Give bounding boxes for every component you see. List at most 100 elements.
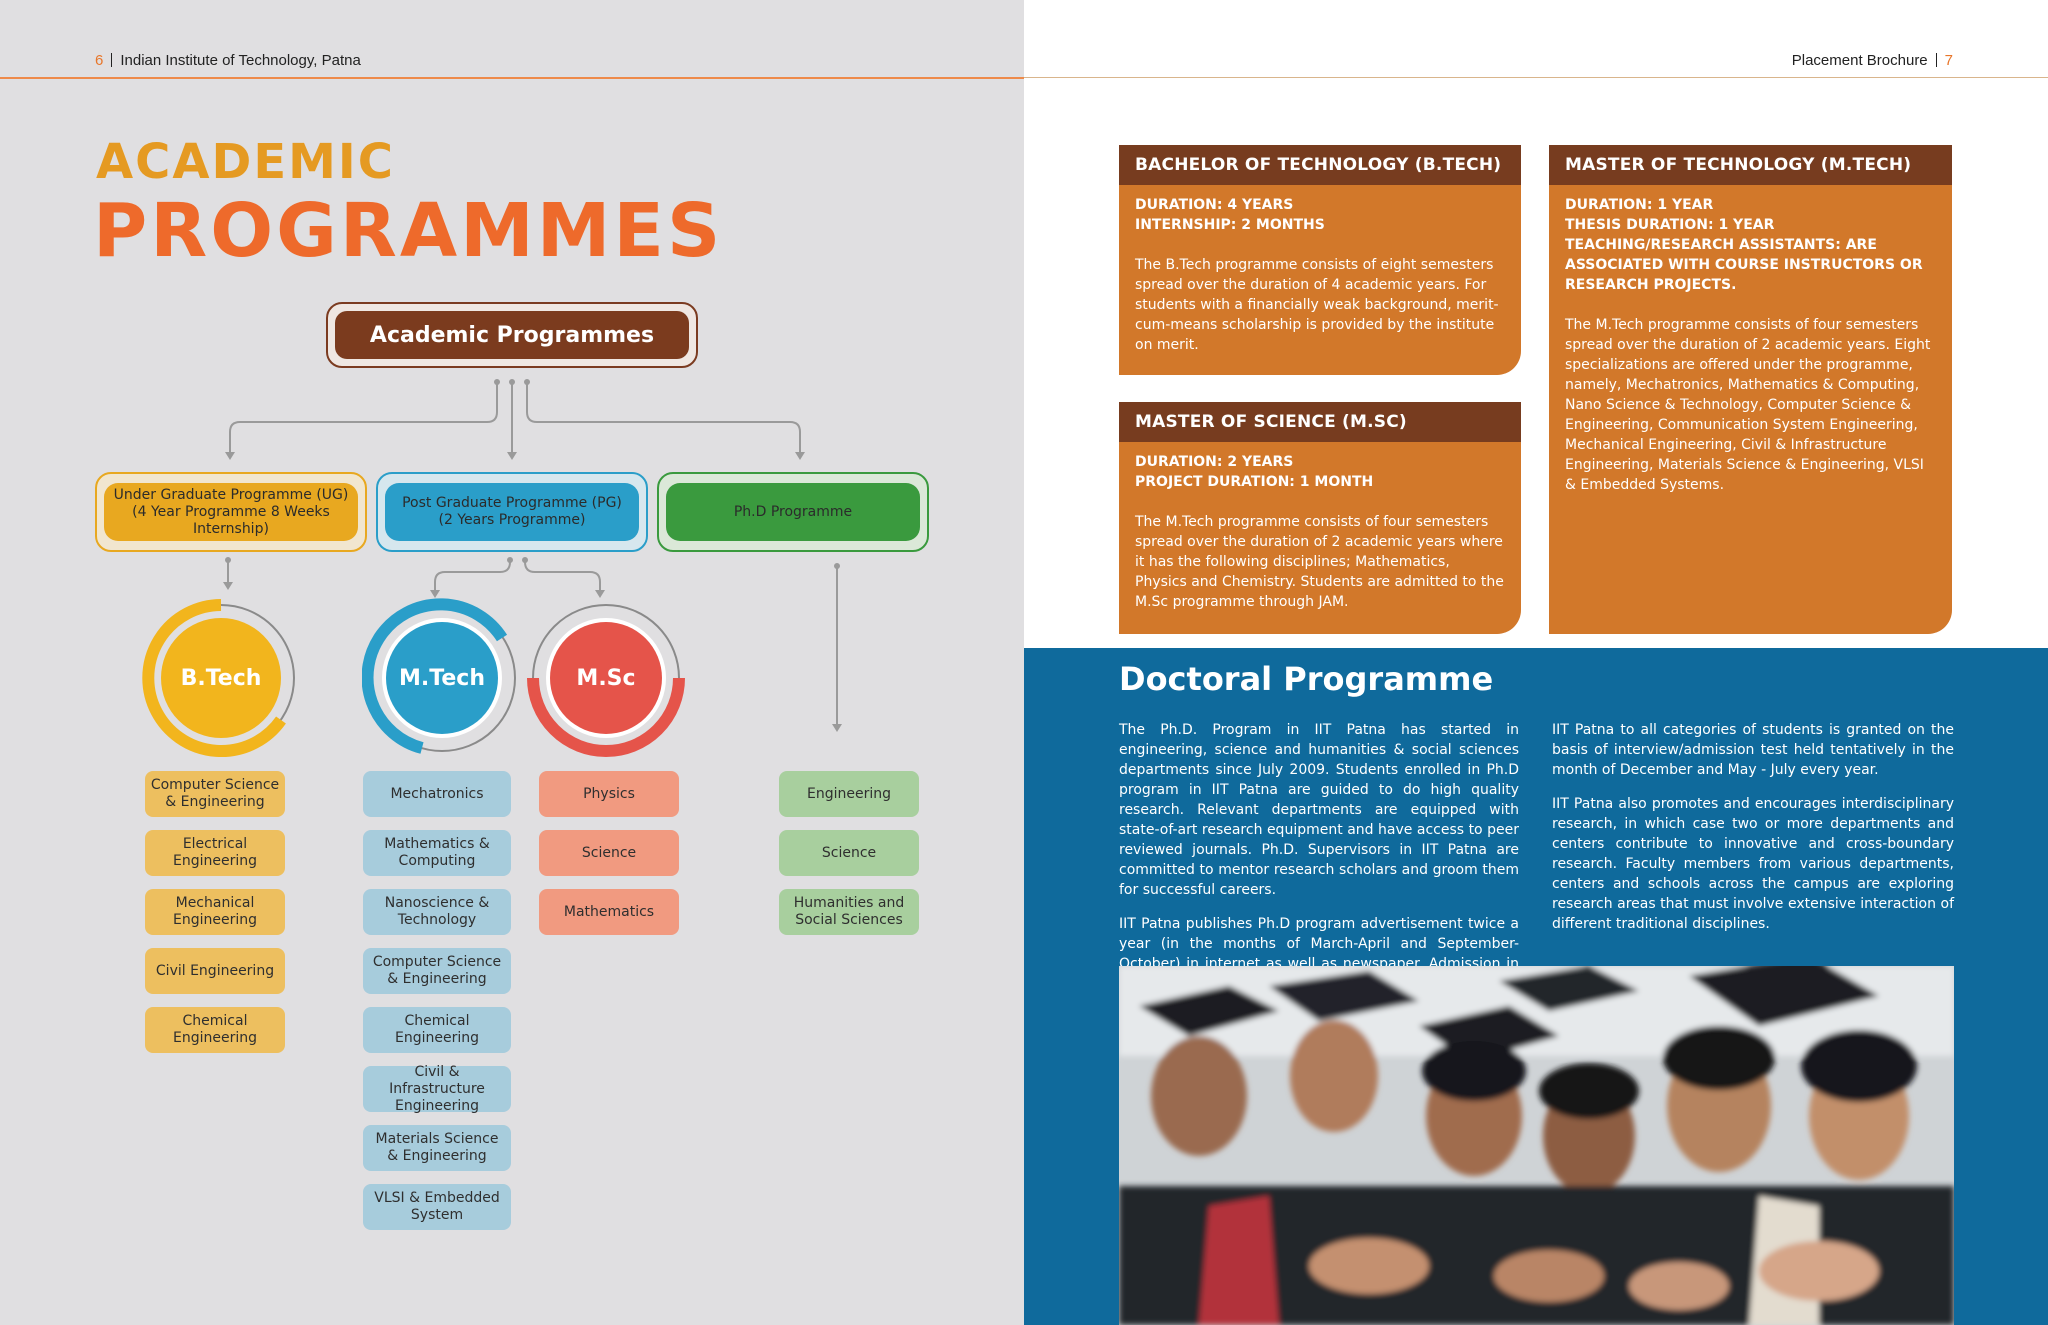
- leaf-text: & Engineering: [387, 1148, 487, 1164]
- msc-description: The M.Tech programme consists of four se…: [1135, 514, 1504, 610]
- leaf-text: & Engineering: [165, 794, 265, 810]
- leaf-text: Civil & Infrastructure: [389, 1063, 485, 1097]
- leaf-text: Technology: [397, 912, 477, 928]
- header-separator: [111, 53, 113, 67]
- leaf-text: & Engineering: [387, 971, 487, 987]
- leaf-text: Physics: [583, 785, 635, 802]
- msc-card-heading: MASTER OF SCIENCE (M.SC): [1119, 402, 1521, 442]
- leaf-mtech-math-computing: Mathematics &Computing: [363, 830, 511, 876]
- btech-card: BACHELOR OF TECHNOLOGY (B.TECH) DURATION…: [1119, 145, 1521, 375]
- ug-line1: Under Graduate Programme (UG): [113, 486, 349, 503]
- mtech-card-heading: MASTER OF TECHNOLOGY (M.TECH): [1549, 145, 1952, 185]
- leaf-text: Mathematics: [563, 903, 655, 920]
- msc-label: M.Sc: [576, 665, 636, 691]
- leaf-msc-physics: Physics: [539, 771, 679, 817]
- leaf-text: Mechanical: [175, 895, 255, 911]
- btech-duration: DURATION: 4 YEARS: [1135, 197, 1294, 213]
- left-header-title: Indian Institute of Technology, Patna: [120, 52, 361, 69]
- leaf-text: Civil Engineering: [155, 962, 275, 979]
- leaf-text: Social Sciences: [795, 912, 903, 928]
- mtech-description: The M.Tech programme consists of four se…: [1565, 317, 1931, 493]
- ug-programme-box: Under Graduate Programme (UG) (4 Year Pr…: [95, 472, 367, 552]
- pg-line1: Post Graduate Programme (PG): [402, 495, 622, 511]
- leaf-text: Electrical: [182, 836, 248, 852]
- header-separator: [1935, 53, 1937, 67]
- leaf-mtech-cse: Computer Science& Engineering: [363, 948, 511, 994]
- mtech-card: MASTER OF TECHNOLOGY (M.TECH) DURATION: …: [1549, 145, 1952, 634]
- academic-programmes-root: Academic Programmes: [326, 302, 698, 368]
- leaf-btech-cse: Computer Science& Engineering: [145, 771, 285, 817]
- root-label: Academic Programmes: [335, 311, 689, 359]
- chart-connectors: [223, 379, 842, 732]
- btech-ring-icon: [142, 599, 295, 757]
- mtech-assistants-1: TEACHING/RESEARCH ASSISTANTS: ARE: [1565, 237, 1877, 253]
- left-page-header: 6 Indian Institute of Technology, Patna: [95, 52, 361, 69]
- doctoral-right-column: IIT Patna to all categories of students …: [1552, 720, 1954, 948]
- left-page-number: 6: [95, 52, 104, 69]
- right-header-rule: [1024, 77, 2048, 78]
- leaf-text: Humanities and: [793, 895, 905, 911]
- title-academic: ACADEMIC: [96, 134, 396, 190]
- ug-line3: Internship): [193, 520, 269, 537]
- leaf-text: VLSI & Embedded: [374, 1190, 500, 1206]
- phd-label: Ph.D Programme: [666, 483, 920, 541]
- btech-label: B.Tech: [180, 665, 262, 691]
- mtech-duration: DURATION: 1 YEAR: [1565, 197, 1714, 213]
- right-header-title: Placement Brochure: [1791, 52, 1928, 69]
- leaf-text: Science: [821, 844, 877, 861]
- leaf-text: Engineering: [395, 1030, 479, 1046]
- leaf-text: Chemical: [182, 1013, 248, 1029]
- btech-description: The B.Tech programme consists of eight s…: [1135, 257, 1499, 353]
- leaf-text: Mathematics &: [384, 836, 490, 852]
- leaf-text: Engineering: [807, 785, 891, 802]
- left-page: 6 Indian Institute of Technology, Patna A…: [0, 0, 1024, 1325]
- leaf-text: Nanoscience &: [384, 895, 490, 911]
- leaf-text: Mechatronics: [390, 785, 484, 802]
- mtech-label: M.Tech: [399, 665, 485, 691]
- msc-project-duration: PROJECT DURATION: 1 MONTH: [1135, 474, 1374, 490]
- btech-internship: INTERNSHIP: 2 MONTHS: [1135, 217, 1325, 233]
- phd-programme-box: Ph.D Programme: [657, 472, 929, 552]
- leaf-phd-engineering: Engineering: [779, 771, 919, 817]
- msc-card: MASTER OF SCIENCE (M.SC) DURATION: 2 YEA…: [1119, 402, 1521, 634]
- doctoral-title: Doctoral Programme: [1119, 660, 1494, 698]
- leaf-text: Computing: [398, 853, 476, 869]
- leaf-text: Engineering: [173, 853, 257, 869]
- title-programmes: PROGRAMMES: [93, 188, 724, 274]
- leaf-text: Materials Science: [375, 1131, 499, 1147]
- leaf-mtech-materials: Materials Science& Engineering: [363, 1125, 511, 1171]
- left-header-rule: [0, 77, 1024, 79]
- doctoral-left-column: The Ph.D. Program in IIT Patna has start…: [1119, 720, 1519, 1008]
- btech-circle: B.Tech: [141, 598, 301, 758]
- leaf-text: Engineering: [395, 1097, 479, 1114]
- pg-line2: (2 Years Programme): [438, 512, 586, 528]
- graduation-photo-illustration: [1119, 966, 1954, 1325]
- leaf-btech-civil: Civil Engineering: [145, 948, 285, 994]
- mtech-circle: M.Tech: [362, 598, 522, 758]
- leaf-text: Computer Science: [372, 954, 502, 970]
- leaf-text: Computer Science: [150, 777, 280, 793]
- btech-card-heading: BACHELOR OF TECHNOLOGY (B.TECH): [1119, 145, 1521, 185]
- mtech-thesis: THESIS DURATION: 1 YEAR: [1565, 217, 1775, 233]
- leaf-msc-science: Science: [539, 830, 679, 876]
- ug-line2: (4 Year Programme 8 Weeks: [132, 503, 330, 520]
- doctoral-paragraph: The Ph.D. Program in IIT Patna has start…: [1119, 722, 1519, 898]
- mtech-assistants-2: ASSOCIATED WITH COURSE INSTRUCTORS OR: [1565, 257, 1923, 273]
- mtech-assistants-3: RESEARCH PROJECTS.: [1565, 277, 1737, 293]
- doctoral-paragraph: IIT Patna to all categories of students …: [1552, 722, 1954, 778]
- msc-circle: M.Sc: [526, 598, 686, 758]
- leaf-text: Engineering: [173, 1030, 257, 1046]
- leaf-phd-science: Science: [779, 830, 919, 876]
- msc-duration: DURATION: 2 YEARS: [1135, 454, 1294, 470]
- leaf-msc-mathematics: Mathematics: [539, 889, 679, 935]
- leaf-text: System: [410, 1207, 464, 1223]
